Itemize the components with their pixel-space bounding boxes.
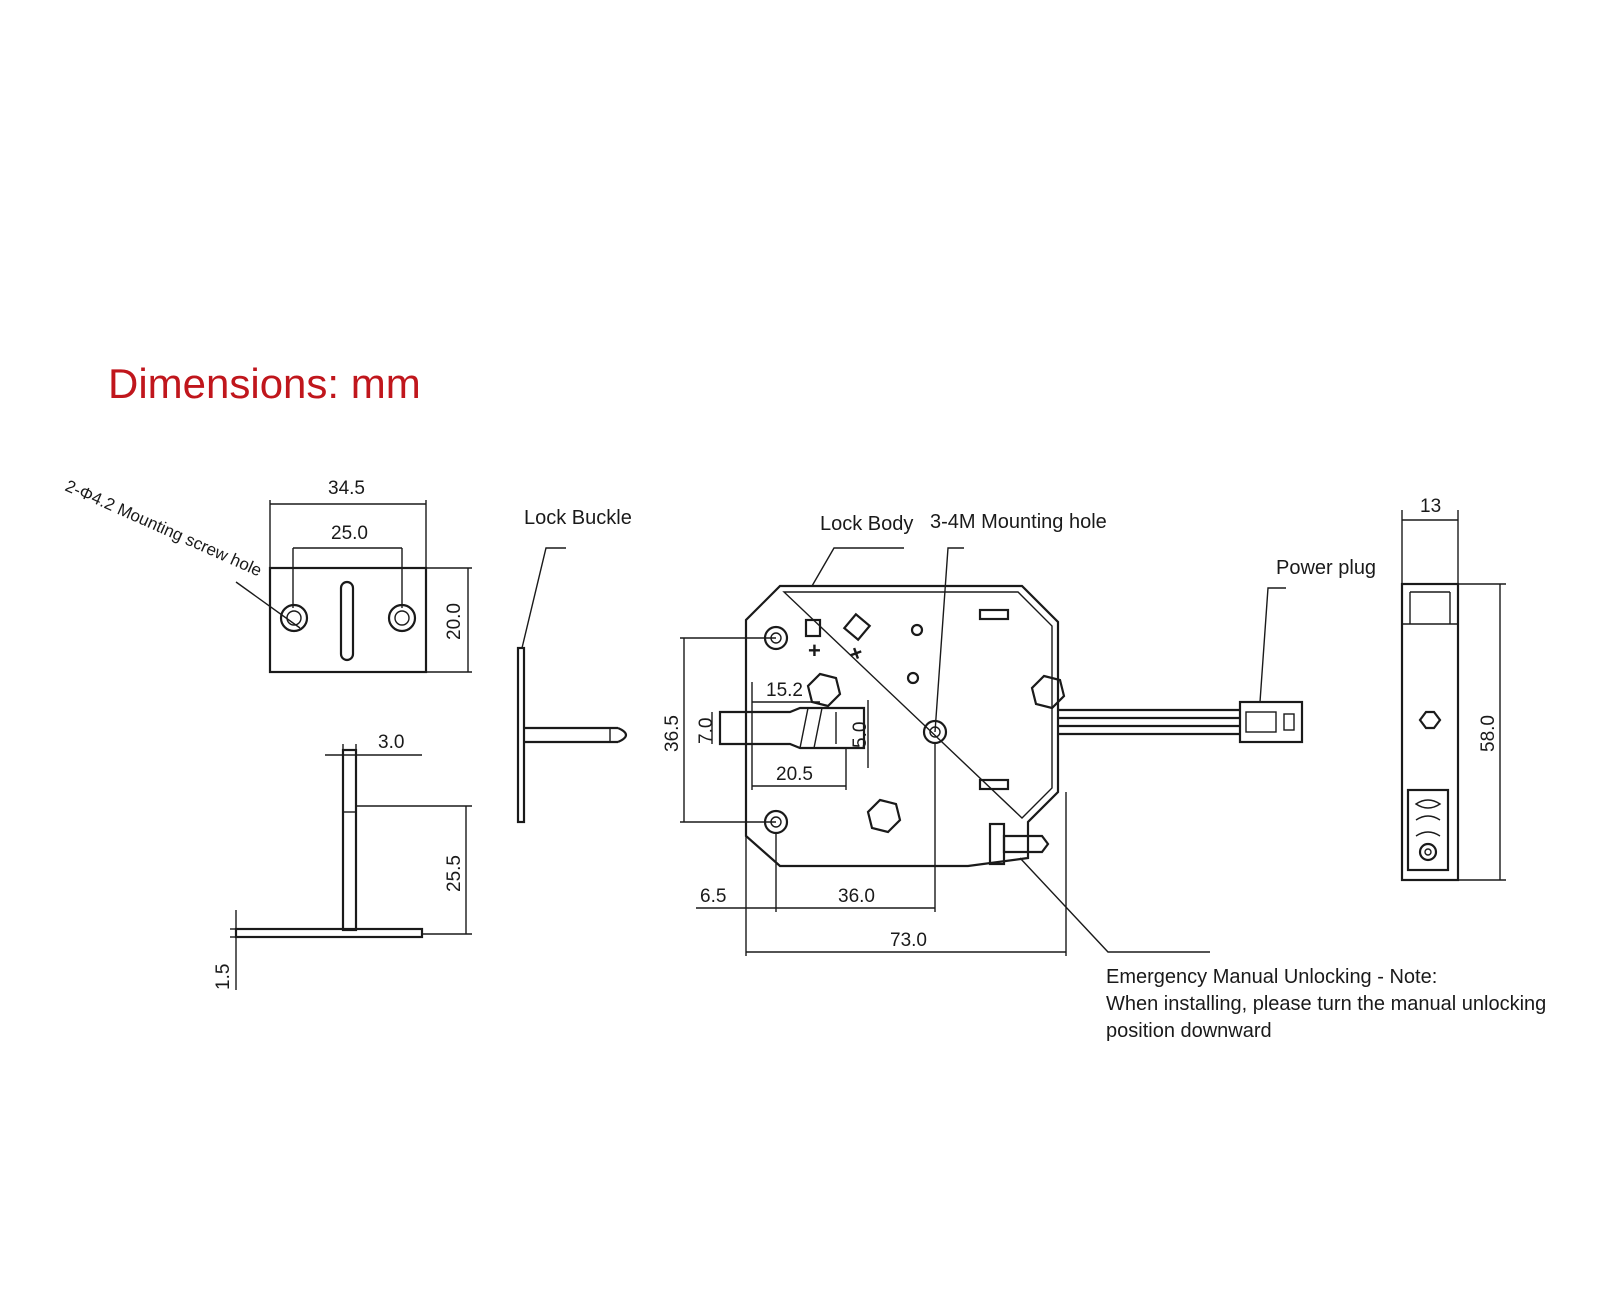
dim-bolt-step: 5.0 (850, 722, 871, 748)
lock-body-part (680, 547, 1304, 956)
dim-plate-height: 20.0 (444, 603, 465, 640)
power-plug-label: Power plug (1276, 557, 1376, 579)
minus-symbol: + (846, 639, 867, 667)
dim-pin-height: 25.5 (444, 855, 465, 892)
dim-plate-hole-spacing: 25.0 (331, 523, 368, 544)
lock-body-label: Lock Body (820, 513, 913, 535)
plus-symbol: + (808, 638, 821, 663)
dim-bolt-length: 20.5 (776, 764, 813, 785)
dim-total-width: 73.0 (890, 930, 927, 951)
dim-left-offset: 6.5 (700, 886, 726, 907)
dim-hole-pitch-vertical: 36.5 (662, 715, 683, 752)
note-line-2: When installing, please turn the manual … (1106, 993, 1546, 1015)
screw-hole-label: 2-Φ4.2 Mounting screw hole (62, 476, 264, 580)
page-title: Dimensions: mm (108, 360, 421, 407)
note-line-3: position downward (1106, 1020, 1272, 1042)
dim-bolt-height: 7.0 (696, 718, 717, 744)
dim-plate-width: 34.5 (328, 478, 365, 499)
dim-bolt-offset: 15.2 (766, 680, 803, 701)
dim-side-height: 58.0 (1478, 715, 1499, 752)
dim-hole-spacing-horizontal: 36.0 (838, 886, 875, 907)
mounting-hole-label: 3-4M Mounting hole (930, 511, 1107, 533)
dim-base-thickness: 1.5 (213, 964, 234, 990)
dim-side-depth: 13 (1420, 496, 1441, 517)
lock-buckle-part (516, 547, 628, 824)
buckle-side-view (230, 744, 472, 990)
dim-buckle-thickness: 3.0 (378, 732, 404, 753)
lock-side-view (1400, 510, 1506, 882)
lock-buckle-label: Lock Buckle (524, 507, 632, 529)
buckle-plate-top-view (235, 500, 472, 674)
note-line-1: Emergency Manual Unlocking - Note: (1106, 966, 1437, 988)
